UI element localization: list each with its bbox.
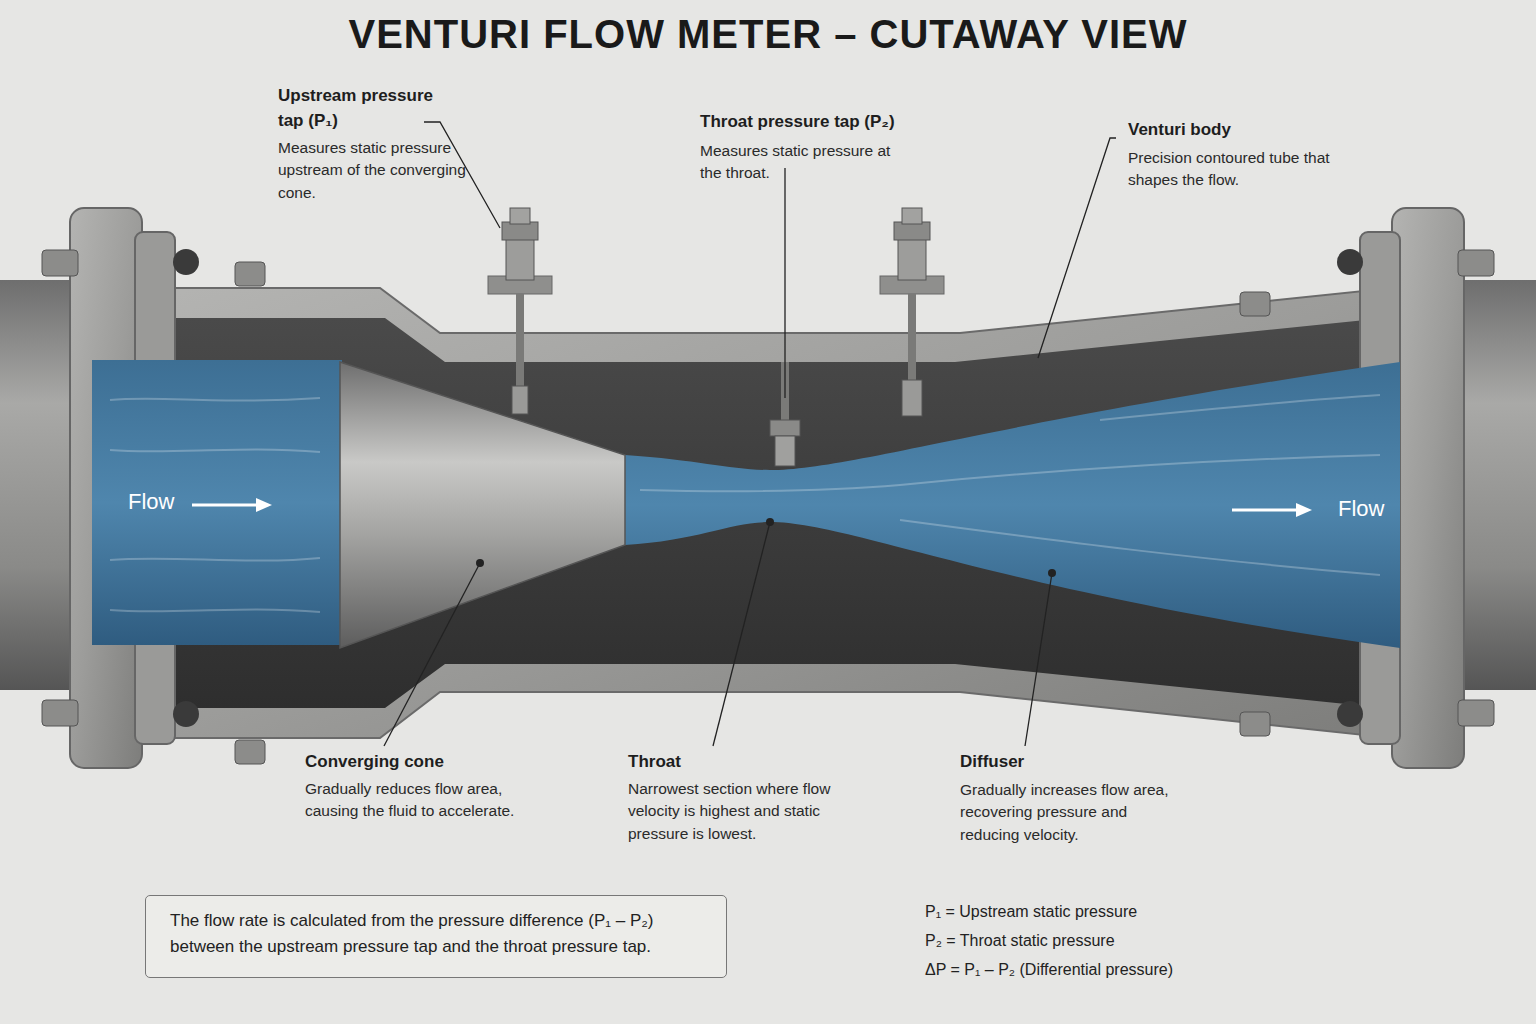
upstream-tap [488,208,552,414]
symbol-definition: P₂ = Throat static pressure [925,929,1255,952]
part-description: Narrowest section where flow velocity is… [628,778,848,845]
downstream-tap [880,208,944,416]
leader-dots [476,518,1056,577]
part-name: Converging cone [305,750,565,775]
leader-lines [384,122,1116,746]
water-inlet [92,360,342,645]
part-name: Diffuser [960,750,1180,775]
part-name: Upstream pressure tap (P₁) [278,84,438,133]
part-description: Gradually reduces flow area, causing the… [305,778,555,823]
note-box: The flow rate is calculated from the pre… [145,895,727,978]
part-description: Measures static pressure at the throat. [700,140,900,185]
part-description: Precision contoured tube that shapes the… [1128,147,1338,192]
part-name: Throat pressure tap (P₂) [700,110,960,135]
part-description: Measures static pressure upstream of the… [278,137,468,204]
flow-label: Flow [128,486,228,518]
part-description: Gradually increases flow area, recoverin… [960,779,1170,846]
flow-arrows [192,498,1312,517]
note-text: The flow rate is calculated from the pre… [170,908,702,959]
symbol-definition: ΔP = P₁ – P₂ (Differential pressure) [925,958,1255,981]
water-ripples [110,395,1380,612]
part-name: Throat [628,750,848,775]
diagram-title: VENTURI FLOW METER – CUTAWAY VIEW [0,12,1536,57]
water-throat-diffuser [625,362,1400,648]
symbol-definition: P₁ = Upstream static pressure [925,900,1255,923]
flow-label: Flow [1338,493,1438,525]
converging-cone [340,362,625,648]
part-name: Venturi body [1128,118,1348,143]
